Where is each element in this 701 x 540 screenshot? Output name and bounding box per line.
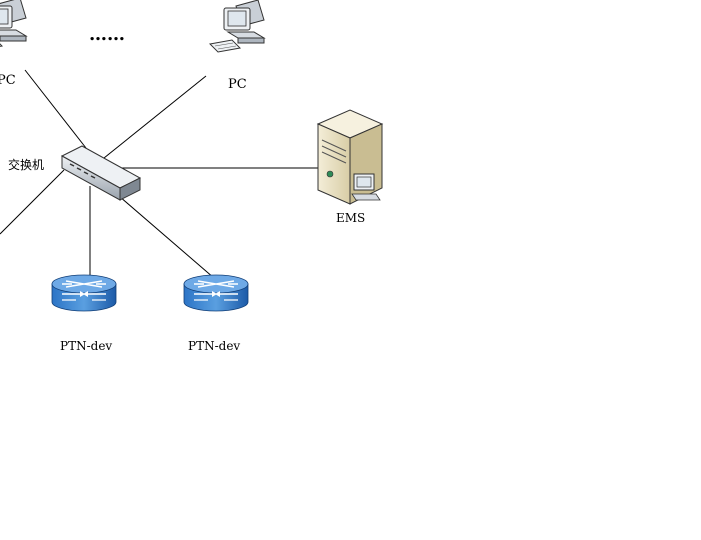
pc-right-icon — [209, 0, 265, 53]
router-icon-ptn-1 — [51, 274, 117, 312]
router-icon-ptn-2 — [183, 274, 249, 312]
switch-label: 交换机 — [8, 157, 44, 172]
ptn-2-label: PTN-dev — [188, 339, 240, 353]
pc-left-label: PC — [0, 73, 16, 88]
pc-right-label: PC — [228, 77, 247, 92]
ems-label: EMS — [336, 211, 365, 225]
switch-icon — [60, 145, 142, 201]
ptn-1-label: PTN-dev — [60, 339, 112, 353]
connections — [0, 69, 318, 279]
link-pc-right-switch — [103, 75, 207, 159]
link-switch-offscreen — [0, 169, 65, 235]
ellipsis-label: …… — [89, 24, 125, 45]
link-switch-ptn-2 — [111, 189, 215, 279]
pc-left-icon — [0, 0, 27, 51]
ems-server-icon — [316, 109, 384, 205]
link-pc-left-switch — [24, 69, 87, 149]
